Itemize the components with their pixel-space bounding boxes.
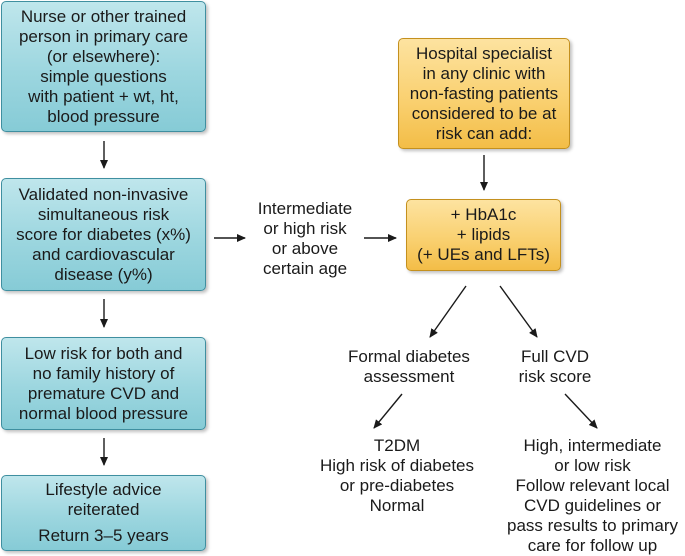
arrow-tests-to-diabetes — [429, 285, 467, 338]
low-risk-box: Low risk for both and no family history … — [1, 337, 206, 430]
arrow-cvd-to-outcomes — [564, 393, 598, 429]
diabetes-outcomes-label: T2DM High risk of diabetes or pre-diabet… — [319, 436, 475, 515]
box-line: + lipids — [456, 225, 511, 244]
box-line: considered to be at — [411, 103, 557, 123]
box-line: Validated non-invasive — [18, 184, 189, 204]
box-line: and cardiovascular — [32, 244, 175, 264]
formal-diabetes-assessment-label: Formal diabetes assessment — [348, 347, 470, 386]
box-line: + HbA1c — [450, 205, 517, 224]
box-line: with patient + wt, ht, — [28, 86, 179, 106]
box-line: (+ UEs and LFTs) — [417, 245, 550, 264]
box-line: in any clinic with — [422, 63, 546, 83]
box-line: risk can add: — [435, 123, 533, 143]
box-line: person in primary care — [18, 26, 189, 46]
box-line: Nurse or other trained — [20, 6, 187, 26]
box-line: normal blood pressure — [18, 403, 189, 423]
box-line: no family history of — [32, 363, 175, 383]
risk-score-box: Validated non-invasive simultaneous risk… — [1, 178, 206, 291]
box-line: Hospital specialist — [415, 43, 553, 63]
full-cvd-risk-score-label: Full CVD risk score — [518, 347, 592, 386]
box-line: simultaneous risk — [37, 204, 170, 224]
cvd-outcomes-label: High, intermediate or low risk Follow re… — [507, 436, 678, 555]
box-line: (or elsewhere): — [46, 46, 161, 66]
arrow-diabetes-to-outcomes — [373, 393, 403, 429]
box-line: premature CVD and — [27, 383, 180, 403]
intermediate-risk-label: Intermediate or high risk or above certa… — [257, 199, 353, 278]
box-line: non-fasting patients — [409, 83, 559, 103]
arrow-tests-to-cvd — [499, 285, 538, 338]
box-line: simple questions — [40, 66, 167, 86]
box-line: Lifestyle advice — [45, 480, 162, 499]
box-line: blood pressure — [47, 106, 160, 126]
tests-box: + HbA1c + lipids (+ UEs and LFTs) — [406, 199, 561, 271]
lifestyle-advice-box: Lifestyle advice reiterated Return 3–5 y… — [1, 475, 206, 551]
box-line: Low risk for both and — [24, 343, 183, 363]
hospital-specialist-box: Hospital specialist in any clinic with n… — [398, 38, 570, 149]
box-line: reiterated — [67, 500, 140, 519]
box-line: score for diabetes (x%) — [16, 224, 191, 244]
box-line: disease (y%) — [54, 264, 153, 284]
primary-care-screening-box: Nurse or other trained person in primary… — [1, 1, 206, 132]
box-line: Return 3–5 years — [38, 526, 169, 545]
